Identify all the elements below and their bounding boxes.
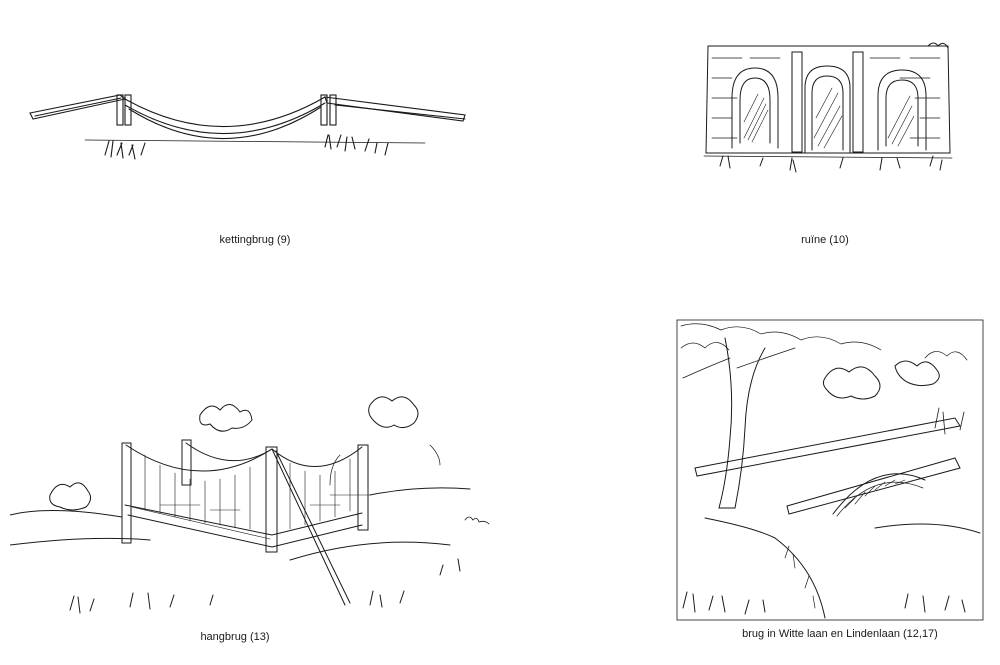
- caption-lane-bridge: brug in Witte laan en Lindenlaan (12,17): [742, 628, 938, 640]
- ruin-drawing: [700, 38, 955, 188]
- caption-suspension-bridge: hangbrug (13): [200, 631, 270, 643]
- caption-ruin: ruïne (10): [801, 234, 849, 246]
- lane-bridge-drawing: [675, 318, 985, 623]
- suspension-bridge-drawing: [10, 385, 500, 615]
- caption-chain-bridge: kettingbrug (9): [219, 234, 291, 246]
- chain-bridge-drawing: [25, 85, 475, 175]
